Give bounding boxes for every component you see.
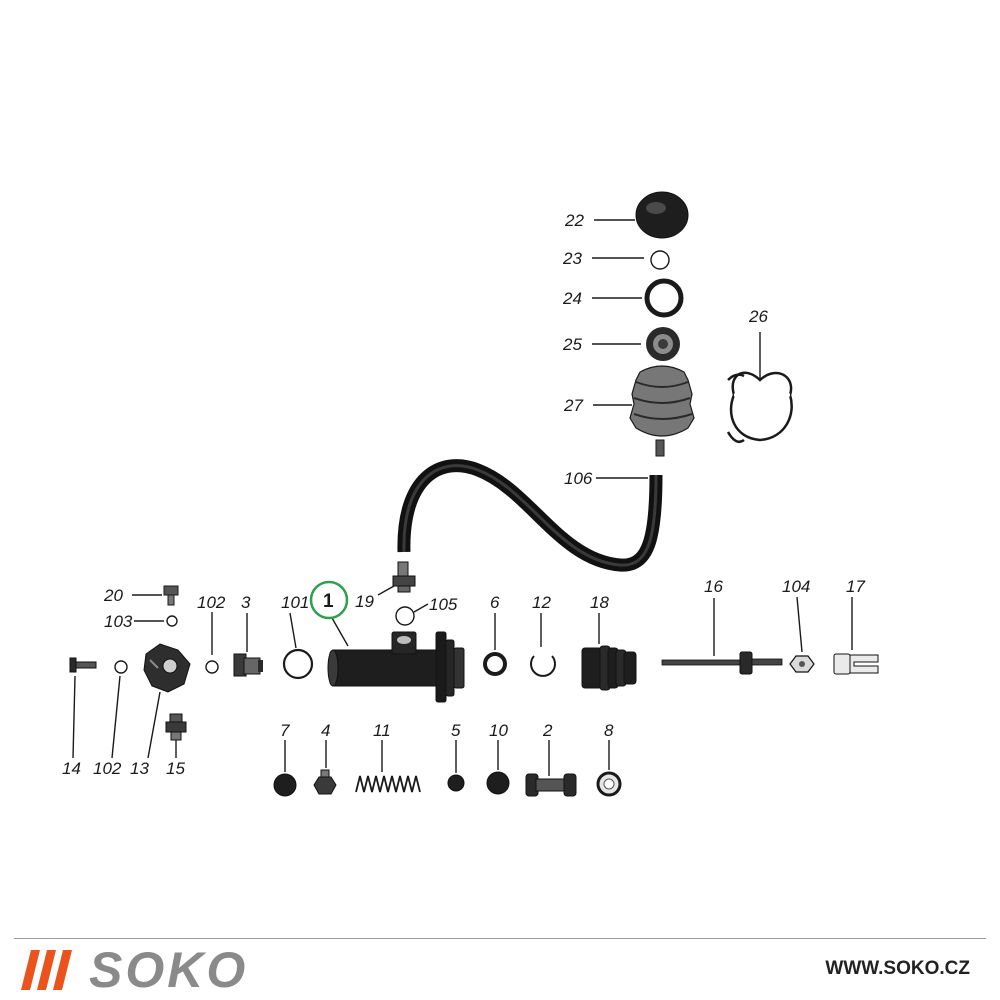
part-20-bleed-screw[interactable] bbox=[163, 585, 179, 606]
part-102-washer-upper[interactable] bbox=[205, 660, 219, 674]
part-18-dust-boot[interactable] bbox=[581, 645, 637, 691]
part-25-filter[interactable] bbox=[646, 327, 680, 361]
part-4-valve[interactable] bbox=[313, 769, 337, 795]
part-11-spring[interactable] bbox=[355, 775, 421, 793]
part-19-hose-fitting[interactable] bbox=[392, 561, 416, 593]
part-16-push-rod[interactable] bbox=[661, 651, 783, 675]
part-106-hose[interactable] bbox=[397, 459, 663, 572]
part-101-seal-ring[interactable] bbox=[282, 648, 314, 680]
label-13: 13 bbox=[130, 759, 149, 778]
logo-stripes-icon bbox=[21, 950, 72, 990]
label-102-lower: 102 bbox=[93, 759, 122, 778]
leader-105 bbox=[413, 603, 429, 613]
label-12: 12 bbox=[532, 593, 551, 612]
soko-logo[interactable]: SOKO bbox=[21, 942, 249, 998]
label-103: 103 bbox=[104, 612, 133, 631]
leader-14 bbox=[72, 675, 76, 759]
part-102-washer-lower[interactable] bbox=[114, 660, 128, 674]
label-25: 25 bbox=[562, 335, 582, 354]
label-8: 8 bbox=[604, 721, 614, 740]
label-11: 11 bbox=[373, 721, 391, 740]
website-link[interactable]: WWW.SOKO.CZ bbox=[825, 958, 970, 979]
label-106: 106 bbox=[564, 469, 593, 488]
part-1-master-cylinder[interactable] bbox=[327, 631, 465, 703]
leader-1 bbox=[331, 617, 349, 647]
part-6-ring[interactable] bbox=[483, 652, 507, 676]
label-3: 3 bbox=[241, 593, 251, 612]
leader-102-lower bbox=[111, 675, 121, 759]
label-10: 10 bbox=[489, 721, 508, 740]
part-103-washer-upper[interactable] bbox=[166, 615, 178, 627]
leader-104 bbox=[796, 596, 803, 653]
callout-1-label: 1 bbox=[323, 591, 334, 612]
label-5: 5 bbox=[451, 721, 461, 740]
label-105: 105 bbox=[429, 595, 458, 614]
part-5-seal[interactable] bbox=[447, 774, 465, 792]
footer-divider bbox=[14, 938, 986, 939]
part-24-seal-ring[interactable] bbox=[644, 278, 684, 318]
label-6: 6 bbox=[490, 593, 500, 612]
label-4: 4 bbox=[321, 721, 330, 740]
label-2: 2 bbox=[542, 721, 553, 740]
part-23-washer[interactable] bbox=[650, 250, 670, 270]
part-17-clevis[interactable] bbox=[833, 653, 879, 675]
part-14-banjo-bolt[interactable] bbox=[69, 657, 97, 673]
part-7-seal[interactable] bbox=[273, 773, 297, 797]
label-20: 20 bbox=[103, 586, 123, 605]
logo-brand-text: SOKO bbox=[89, 942, 249, 998]
part-15-fitting[interactable] bbox=[165, 713, 187, 741]
label-15: 15 bbox=[166, 759, 185, 778]
part-27-reservoir[interactable] bbox=[629, 365, 695, 457]
part-12-circlip[interactable] bbox=[530, 655, 556, 677]
label-14: 14 bbox=[62, 759, 81, 778]
callout-1[interactable]: 1 bbox=[309, 580, 349, 620]
part-10-cup[interactable] bbox=[486, 771, 510, 795]
label-19: 19 bbox=[355, 592, 374, 611]
label-23: 23 bbox=[562, 249, 582, 268]
part-104-nut[interactable] bbox=[789, 655, 815, 673]
label-26: 26 bbox=[748, 307, 768, 326]
part-105-washer[interactable] bbox=[395, 606, 415, 626]
part-2-piston[interactable] bbox=[525, 773, 577, 797]
label-27: 27 bbox=[563, 396, 583, 415]
leader-101 bbox=[289, 612, 297, 649]
label-18: 18 bbox=[590, 593, 609, 612]
part-3-union[interactable] bbox=[233, 653, 263, 677]
part-26-clamp[interactable] bbox=[726, 371, 793, 443]
part-8-bushing[interactable] bbox=[596, 771, 622, 797]
leader-19 bbox=[377, 585, 395, 596]
label-17: 17 bbox=[846, 577, 865, 596]
label-16: 16 bbox=[704, 577, 723, 596]
leader-13 bbox=[147, 691, 161, 759]
label-24: 24 bbox=[562, 289, 582, 308]
label-22: 22 bbox=[564, 211, 584, 230]
part-13-banjo-housing[interactable] bbox=[143, 643, 191, 693]
part-22-cap[interactable] bbox=[635, 191, 689, 239]
label-101: 101 bbox=[281, 593, 309, 612]
label-7: 7 bbox=[280, 721, 290, 740]
label-104: 104 bbox=[782, 577, 810, 596]
label-102-upper: 102 bbox=[197, 593, 226, 612]
